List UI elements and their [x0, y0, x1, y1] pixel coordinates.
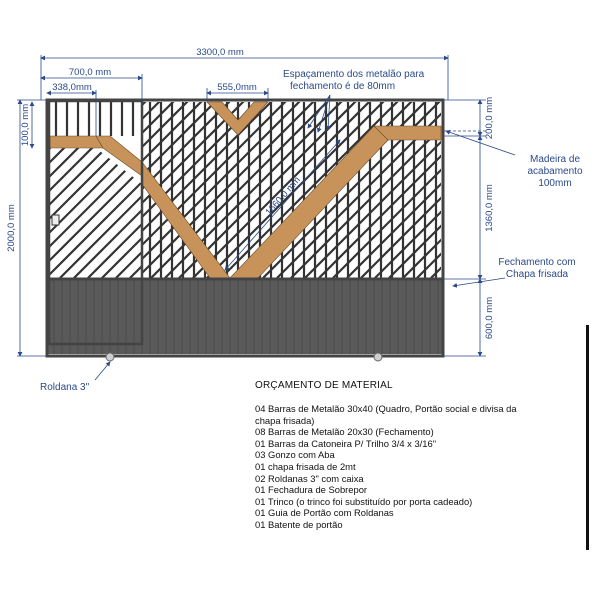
door-diagonal-bar: [50, 148, 103, 278]
budget-item: 04 Barras de Metalão 30x40 (Quadro, Port…: [255, 403, 517, 414]
diagonal-bar: [143, 102, 217, 176]
budget-list: 04 Barras de Metalão 30x40 (Quadro, Port…: [255, 403, 555, 531]
budget-item: 01 Guia de Portão com Roldanas: [255, 507, 394, 519]
dim-door-inner: 338,0mm: [52, 82, 92, 93]
diagonal-bar: [571, 98, 600, 278]
dim-lower-height: 600,0 mm: [484, 297, 495, 339]
wood-v-shape: [206, 101, 269, 136]
gate: [0, 98, 600, 362]
budget-item: 03 Gonzo com Aba: [255, 449, 335, 461]
door-diagonal-bar: [50, 148, 142, 278]
door-diagonal-bar: [87, 148, 142, 278]
note-spacing-line2: fechamento é de 80mm: [290, 81, 395, 92]
diagonal-bar: [143, 102, 287, 246]
door-diagonal-bar: [50, 148, 131, 278]
dim-top-band-right: 200,0 mm: [484, 97, 495, 139]
dim-v-width: 555,0mm: [217, 82, 257, 93]
wood-strip-left-top: [49, 135, 104, 149]
door-diagonal-bar: [50, 148, 117, 278]
budget-item: chapa frisada): [255, 414, 315, 426]
diagonal-bar: [374, 210, 441, 278]
door-diagonal-bar: [0, 138, 4, 278]
diagonal-bar: [388, 224, 441, 278]
material-budget: ORÇAMENTO DE MATERIAL 04 Barras de Metal…: [255, 380, 555, 531]
wheel-left: [105, 352, 115, 362]
diagonal-bar: [445, 98, 600, 278]
diagonal-bar: [143, 102, 259, 218]
diagonal-bar: [402, 238, 441, 278]
dim-total-width: 3300,0 mm: [196, 47, 244, 58]
budget-item: 01 Trinco (o trinco foi substituído por …: [255, 495, 473, 507]
door-bars: [54, 102, 135, 136]
door-frame: [47, 99, 144, 346]
door-lock: [51, 214, 60, 226]
diagonal-bar: [346, 182, 441, 278]
dim-total-height: 2000,0 mm: [6, 204, 17, 252]
door-diagonal-bar: [59, 148, 142, 278]
dim-door-width: 700,0 mm: [69, 67, 111, 78]
wheel-right: [373, 352, 383, 362]
door-diagonal-bar: [73, 148, 142, 278]
door-diagonal-bar: [115, 148, 142, 278]
budget-item: 01 Batente de portão: [255, 518, 343, 530]
dimension-lines: [17, 55, 516, 381]
budget-item: 01 Fechadura de Sobrepor: [255, 484, 368, 496]
diagonal-bar: [318, 154, 441, 278]
note-wood-line3: 100mm: [538, 178, 571, 189]
dim-upper-height: 1360,0 mm: [484, 184, 495, 232]
note-closing-line2: Chapa frisada: [506, 269, 569, 280]
dim-top-band-left: 100,0 mm: [20, 104, 31, 146]
gate-frame: [45, 98, 445, 358]
diagonal-bar: [143, 102, 273, 232]
budget-item: 01 chapa frisada de 2mt: [255, 460, 356, 472]
budget-item: 02 Roldanas 3" com caixa: [255, 472, 364, 484]
diagonal-bar: [143, 102, 203, 162]
note-closing-line1: Fechamento com: [498, 257, 575, 268]
door-diagonal-bar: [50, 148, 89, 278]
door-diagonal-bar: [50, 148, 75, 278]
note-wood-line2: acabamento: [527, 166, 582, 177]
edge-line: [586, 325, 589, 550]
diagonal-bar: [143, 102, 301, 260]
wood-strip-right-top: [373, 125, 442, 141]
diagonal-bar: [585, 98, 600, 278]
note-spacing-line1: Espaçamento dos metalão para: [283, 69, 425, 80]
diagonal-bar: [332, 168, 441, 278]
diagonal-bar: [143, 102, 231, 190]
budget-title: ORÇAMENTO DE MATERIAL: [255, 380, 393, 391]
note-wood-line1: Madeira de: [530, 154, 580, 165]
diagonal-bar: [143, 102, 175, 134]
door-diagonal-bar: [50, 148, 142, 278]
sheet-ribs: [53, 280, 439, 354]
door-diagonal-bars: [0, 138, 142, 278]
budget-item: 08 Barras de Metalão 20x30 (Fechamento): [255, 426, 434, 438]
diagonal-bar: [430, 266, 441, 278]
diagonal-bar: [360, 196, 441, 278]
door-diagonal-bar: [101, 148, 142, 278]
note-wheel: Roldana 3": [40, 382, 90, 393]
diagonal-bar: [143, 102, 189, 148]
budget-item: 01 Barras da Catoneira P/ Trilho 3/4 x 3…: [255, 437, 437, 449]
